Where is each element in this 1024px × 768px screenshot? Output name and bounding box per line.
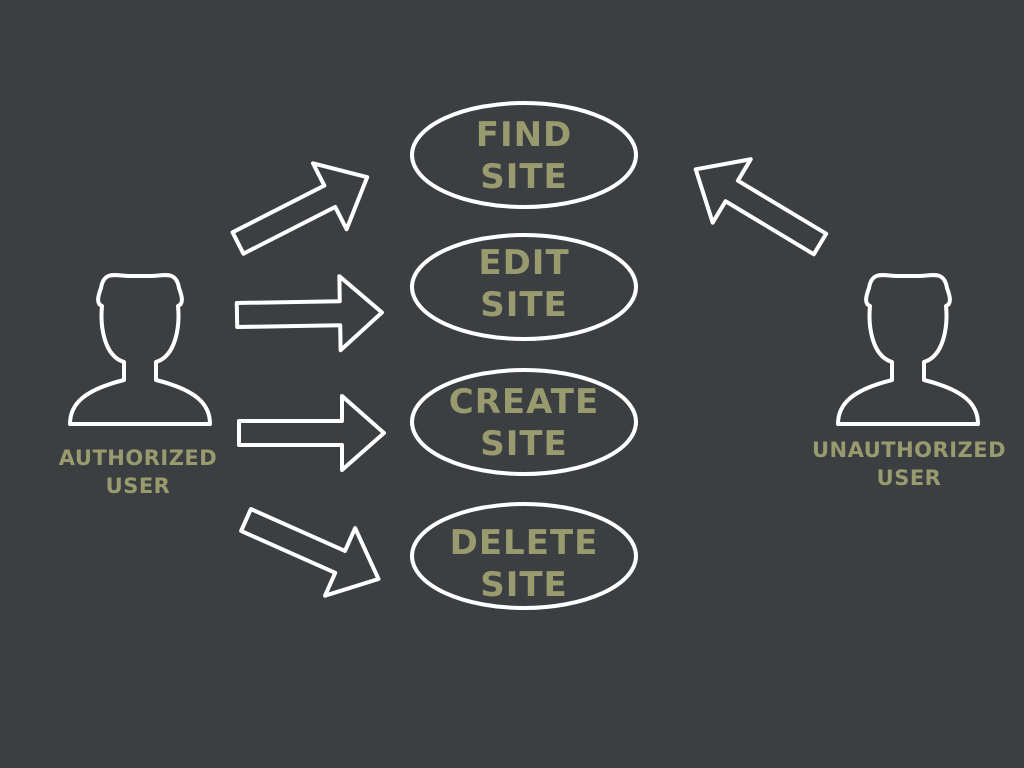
use-case-label-line2: SITE	[480, 565, 568, 605]
use-case-oval-create-site	[410, 368, 638, 476]
use-case-label-edit-site: EDIT SITE	[414, 242, 634, 326]
use-case-label-line2: SITE	[480, 157, 568, 197]
use-case-label-find-site: FIND SITE	[414, 114, 634, 198]
use-case-label-delete-site: DELETE SITE	[414, 522, 634, 606]
use-case-label-create-site: CREATE SITE	[414, 381, 634, 465]
actor-label-line1: AUTHORIZED	[58, 446, 218, 470]
arrow-unauthorized-to-find-site	[674, 135, 842, 278]
authorized-user-icon	[68, 273, 212, 426]
arrow-to-create-site	[237, 394, 386, 472]
actor-label-line2: USER	[105, 474, 171, 498]
use-case-oval-edit-site	[410, 233, 638, 341]
arrow-to-edit-site	[234, 273, 385, 354]
use-case-label-line1: DELETE	[449, 523, 599, 563]
arrow-to-delete-site	[228, 484, 396, 615]
unauthorized-user-icon	[836, 273, 980, 426]
arrow-to-find-site	[219, 142, 386, 278]
authorized-user-label: AUTHORIZED USER	[28, 444, 248, 500]
actor-label-line1: UNAUTHORIZED	[811, 438, 1007, 462]
use-case-label-line1: FIND	[475, 115, 573, 155]
use-case-label-line2: SITE	[480, 285, 568, 325]
actor-label-line2: USER	[876, 466, 942, 490]
use-case-oval-find-site	[410, 101, 638, 209]
unauthorized-user-label: UNAUTHORIZED USER	[799, 436, 1019, 492]
use-case-oval-delete-site	[410, 502, 638, 610]
use-case-label-line1: EDIT	[478, 243, 570, 283]
use-case-label-line2: SITE	[480, 424, 568, 464]
use-case-label-line1: CREATE	[448, 382, 600, 422]
